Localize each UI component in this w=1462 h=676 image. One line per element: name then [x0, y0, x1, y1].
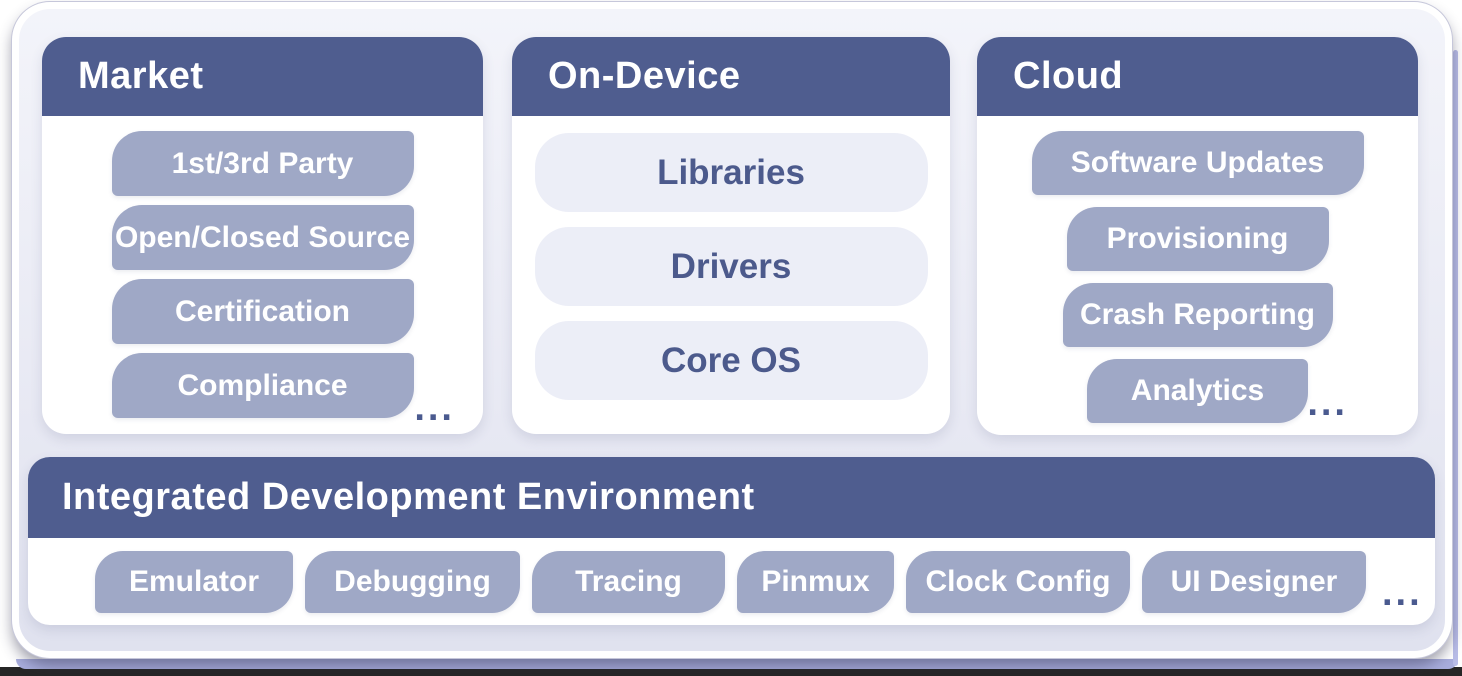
pill-emulator: Emulator — [95, 550, 293, 613]
cloud-card-body: Software Updates Provisioning Crash Repo… — [977, 116, 1418, 435]
market-card-title: Market — [78, 55, 204, 97]
market-card: Market 1st/3rd Party Open/Closed Source … — [42, 37, 483, 434]
cloud-card-title: Cloud — [1013, 55, 1124, 97]
pill-debugging: Debugging — [305, 550, 520, 613]
pill-libraries: Libraries — [534, 133, 928, 212]
pill-pinmux: Pinmux — [737, 550, 894, 613]
ide-card-title: Integrated Development Environment — [62, 476, 755, 518]
on-device-card-body: Libraries Drivers Core OS — [512, 116, 950, 415]
pill-open-closed-source: Open/Closed Source — [111, 205, 414, 270]
on-device-card-header: On-Device — [512, 37, 950, 116]
pill-provisioning: Provisioning — [1066, 207, 1329, 271]
right-accent-edge — [1453, 50, 1458, 666]
pill-ui-designer: UI Designer — [1142, 550, 1366, 613]
bottom-accent-edge — [16, 659, 1458, 669]
pill-tracing: Tracing — [532, 550, 725, 613]
pill-software-updates: Software Updates — [1031, 131, 1364, 195]
pill-analytics: Analytics — [1087, 359, 1308, 423]
ide-card: Integrated Development Environment Emula… — [28, 457, 1435, 625]
pill-clock-config: Clock Config — [906, 550, 1130, 613]
pill-compliance: Compliance — [111, 353, 414, 418]
pill-core-os: Core OS — [534, 321, 928, 400]
cloud-card-header: Cloud — [977, 37, 1418, 116]
market-card-body: 1st/3rd Party Open/Closed Source Certifi… — [42, 116, 483, 427]
pill-crash-reporting: Crash Reporting — [1062, 283, 1333, 347]
ide-card-body: Emulator Debugging Tracing Pinmux Clock … — [28, 538, 1435, 625]
market-card-header: Market — [42, 37, 483, 116]
bottom-dark-bar — [0, 667, 1462, 676]
on-device-card-title: On-Device — [548, 55, 741, 97]
market-more-dots: ... — [414, 387, 455, 429]
pill-drivers: Drivers — [534, 227, 928, 306]
on-device-card: On-Device Libraries Drivers Core OS — [512, 37, 950, 434]
ide-more-dots: ... — [1382, 571, 1423, 614]
cloud-more-dots: ... — [1307, 382, 1348, 424]
ide-card-header: Integrated Development Environment — [28, 457, 1435, 538]
cloud-card: Cloud Software Updates Provisioning Cras… — [977, 37, 1418, 435]
pill-1st-3rd-party: 1st/3rd Party — [111, 131, 414, 196]
pill-certification: Certification — [111, 279, 414, 344]
